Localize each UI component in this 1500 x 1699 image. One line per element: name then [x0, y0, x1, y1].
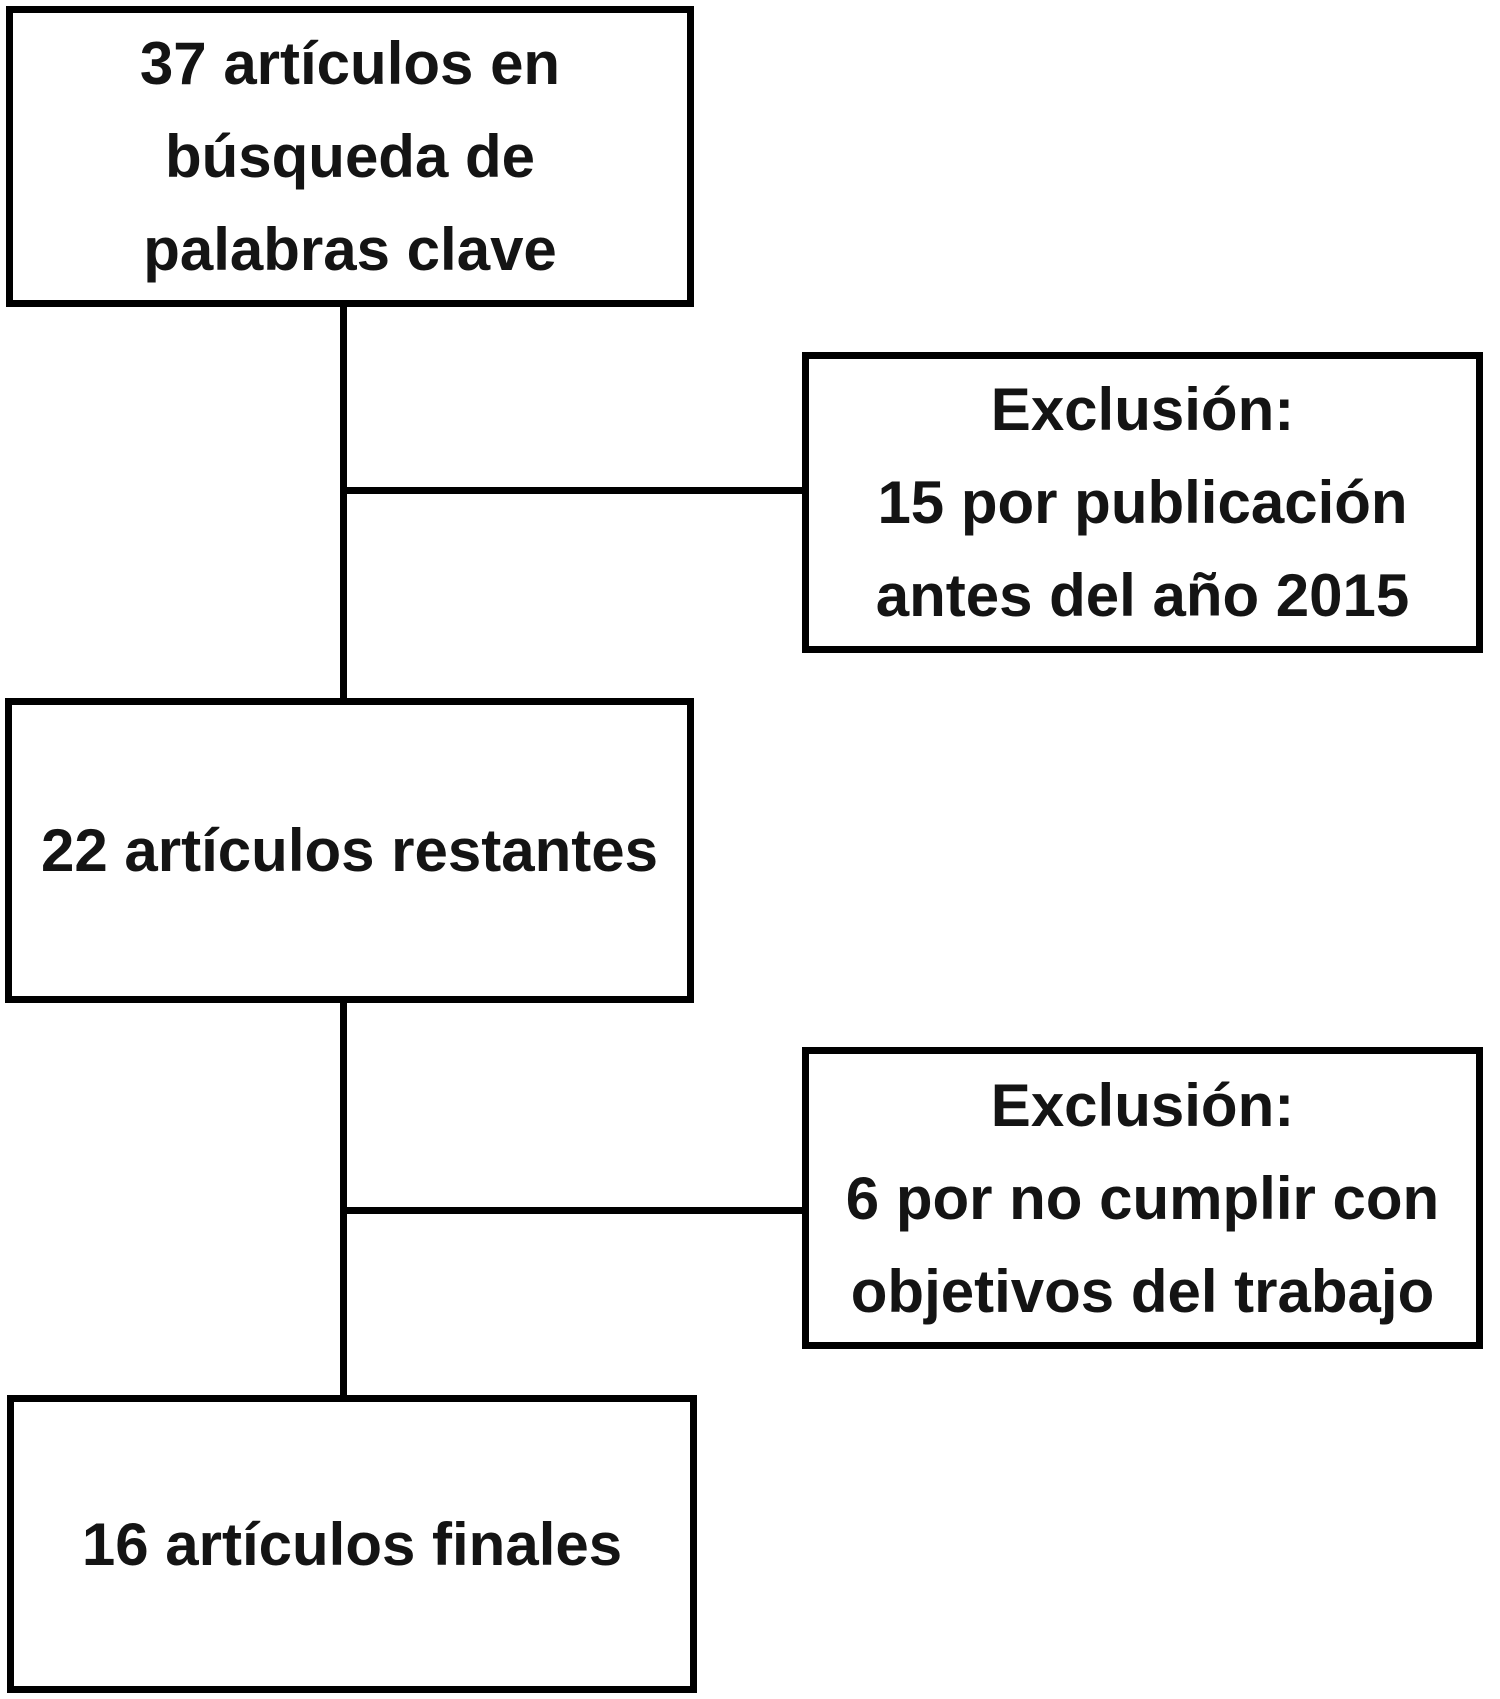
flow-box-initial-search: 37 artículos en búsqueda de palabras cla…: [6, 6, 694, 307]
connector-top-to-middle: [340, 304, 347, 701]
flow-box-exclusion-year: Exclusión: 15 por publicación antes del …: [802, 352, 1483, 653]
flow-box-remaining-articles: 22 artículos restantes: [5, 698, 694, 1003]
flow-box-final-articles: 16 artículos finales: [7, 1395, 697, 1693]
connector-branch-exclusion2: [340, 1207, 802, 1214]
flow-box-text-line: 22 artículos restantes: [41, 817, 658, 884]
flow-box-text-line: objetivos del trabajo: [850, 1257, 1435, 1325]
flow-box-exclusion-objectives: Exclusión: 6 por no cumplir con objetivo…: [802, 1047, 1483, 1349]
flow-box-text-line: antes del año 2015: [875, 562, 1410, 629]
flow-box-text-line: búsqueda de: [164, 123, 536, 190]
flow-box-text-line: Exclusión:: [990, 376, 1295, 443]
flow-box-text-line: 6 por no cumplir con: [845, 1164, 1440, 1232]
flow-box-text-line: 16 artículos finales: [81, 1510, 623, 1578]
flow-box-text-line: Exclusión:: [990, 1071, 1295, 1139]
flow-box-text-line: palabras clave: [143, 216, 557, 283]
flow-box-text-line: 37 artículos en: [139, 30, 561, 97]
connector-branch-exclusion1: [340, 487, 802, 494]
flow-box-text-line: 15 por publicación: [877, 469, 1408, 536]
connector-middle-to-bottom: [340, 1000, 347, 1398]
